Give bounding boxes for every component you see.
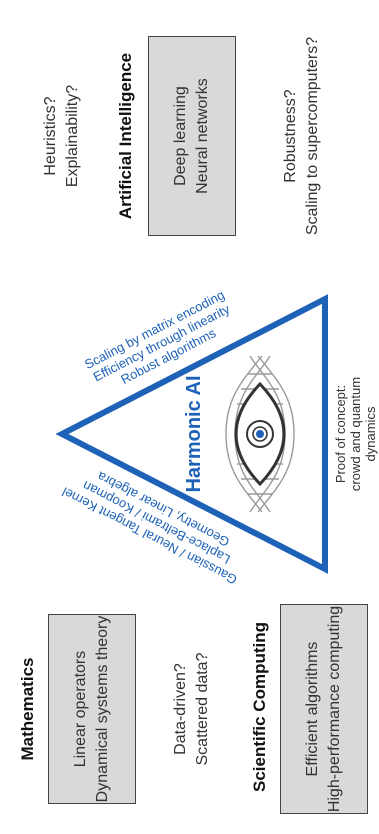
bottom-side-label-1: Proof of concept: <box>333 385 348 483</box>
left-side-label-2: Laplace-Beltrami / Koopman <box>80 478 233 567</box>
harmonic-ai-label: Harmonic AI <box>183 375 205 492</box>
bottom-side-label-3: dynamics <box>363 406 378 461</box>
triangle-outline <box>55 294 328 574</box>
bottom-side-label-2: crowd and quantum <box>348 377 363 491</box>
right-side-label-2: Efficiency through linearity <box>91 301 233 385</box>
right-side-labels: Robust algorithms Efficiency through lin… <box>82 287 233 387</box>
bottom-side-labels: Proof of concept: crowd and quantum dyna… <box>333 377 378 491</box>
left-side-labels: Gaussian / Neural Tangent Kernel Laplace… <box>59 468 239 587</box>
eye-icon <box>234 381 286 487</box>
